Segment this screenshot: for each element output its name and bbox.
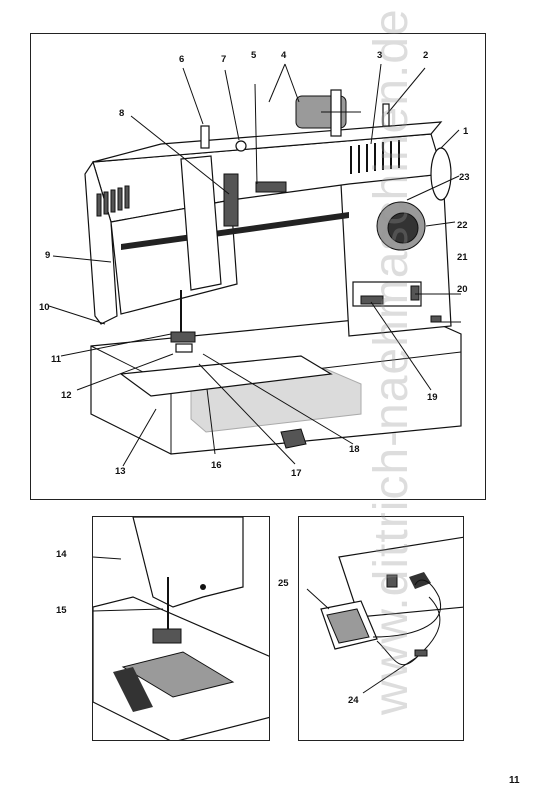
main-machine-illustration-frame: 1 2 3 4 5 6 7 8 9 10 11 12 13 16 17 18 1… [30, 33, 486, 500]
callout-14: 14 [56, 549, 67, 560]
callout-10: 10 [39, 302, 50, 313]
detail-foot-control-frame [298, 516, 464, 741]
callout-11: 11 [51, 354, 62, 365]
callout-18: 18 [349, 444, 360, 455]
callout-22: 22 [457, 220, 468, 231]
callout-8: 8 [119, 108, 124, 119]
page-number: 11 [509, 775, 520, 786]
detail-needle-area-frame [92, 516, 270, 741]
callout-17: 17 [291, 468, 302, 479]
callout-24: 24 [348, 695, 359, 706]
callout-7: 7 [221, 54, 226, 65]
callout-12: 12 [61, 390, 72, 401]
callout-25: 25 [278, 578, 289, 589]
needle-area-illustration [93, 517, 269, 740]
callout-4: 4 [281, 50, 287, 61]
callout-2: 2 [423, 50, 428, 61]
sewing-machine-illustration: 1 2 3 4 5 6 7 8 9 10 11 12 13 16 17 18 1… [39, 50, 470, 479]
callout-23: 23 [459, 172, 470, 183]
callout-9: 9 [45, 250, 50, 261]
callout-21: 21 [457, 252, 468, 263]
callout-1: 1 [463, 126, 469, 137]
callout-20: 20 [457, 284, 468, 295]
callout-5: 5 [251, 50, 257, 61]
callout-16: 16 [211, 460, 222, 471]
callout-6: 6 [179, 54, 184, 65]
callout-13: 13 [115, 466, 126, 477]
callout-15: 15 [56, 605, 67, 616]
foot-control-illustration [306, 536, 463, 694]
callout-3: 3 [377, 50, 382, 61]
callout-19: 19 [427, 392, 438, 403]
